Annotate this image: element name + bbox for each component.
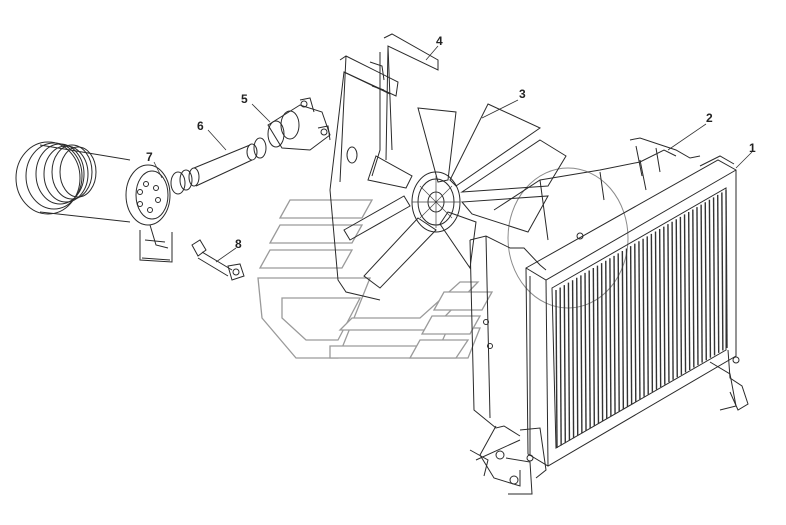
angle-gearbox [267,97,331,151]
fan-shroud [469,137,701,495]
radiator-fin [625,248,629,407]
radiator-fin [576,277,579,436]
radiator-fin [580,275,583,434]
fan-support-frame [329,33,439,301]
callout-2: 2 [706,111,713,125]
radiator-fin [559,287,562,446]
radiator-fin [683,214,687,373]
radiator-fin [609,258,612,417]
radiator-fin [596,265,600,424]
radiator-fin [592,268,596,427]
radiator-fin [692,209,695,368]
radiator-fin [687,211,691,370]
callout-7: 7 [146,150,153,164]
tie-rod [191,239,245,281]
radiator-fin [588,270,591,429]
radiator-fin [667,224,670,383]
radiator-fin [571,280,575,439]
radiator-fin [708,199,712,358]
radiator-fin [700,204,703,363]
pulley-assembly [15,141,173,263]
radiator-fin [675,219,678,378]
callout-5: 5 [241,92,248,106]
radiator-fin [671,221,674,380]
radiator-fin [584,272,587,431]
radiator-fin [621,250,625,409]
radiator-fin [605,260,608,419]
radiator-fin [654,231,658,390]
radiator-fin [650,233,654,392]
radiator-fin [704,202,707,361]
cooling-fan [343,103,567,289]
radiator-fin [717,194,720,353]
callout-8: 8 [235,237,242,251]
radiator-fin [712,197,716,356]
callout-6: 6 [197,119,204,133]
radiator-fin [617,253,620,412]
leader-lines [153,45,753,263]
radiator-fin [721,192,724,351]
radiator-fin [658,229,662,388]
radiator-fin [613,255,616,414]
radiator-fin [642,238,645,397]
radiator-core [475,155,749,479]
radiator-fin [663,226,666,385]
callout-1: 1 [749,141,756,155]
radiator-fin [696,207,699,366]
drive-shaft [170,137,267,195]
callout-3: 3 [519,87,526,101]
radiator-fins [555,189,728,449]
radiator-fin [725,189,728,349]
radiator-fin [629,246,633,405]
radiator-fin [563,285,566,444]
callout-4: 4 [436,34,443,48]
radiator-fin [567,282,571,441]
radiator-fin [646,236,649,395]
radiator-fin [555,289,558,449]
radiator-fin [634,243,637,402]
radiator-fin [679,216,683,375]
watermark-logo [257,199,494,359]
radiator-fin [600,263,604,422]
radiator-fin [638,241,641,400]
